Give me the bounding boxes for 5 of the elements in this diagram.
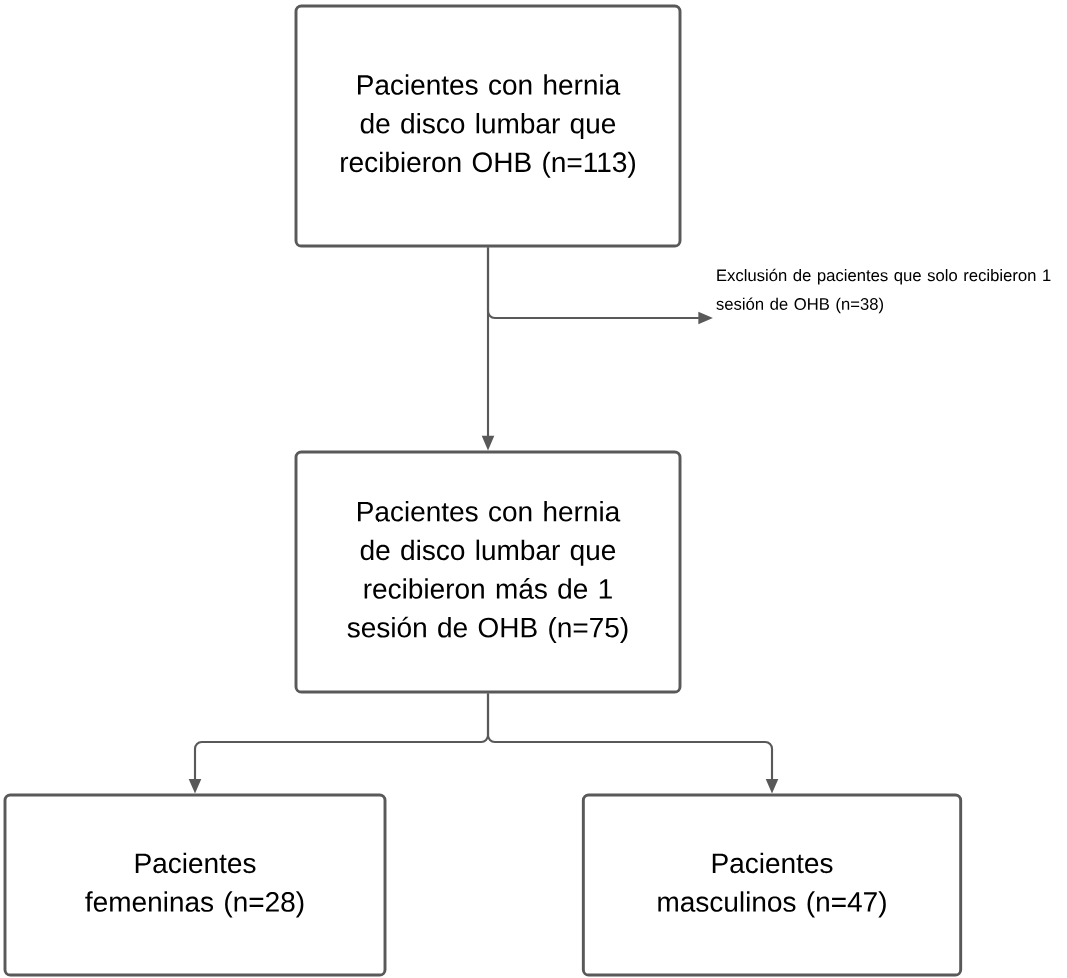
exclusion-note: Exclusión de pacientes que solo recibieron 1 sesión de OHB (n=38)	[716, 268, 1051, 314]
process-box: Pacientes con hernia de disco lumbar que recibieron más de 1 sesión de OHB (n=75)	[294, 450, 682, 694]
process-box: Pacientes femeninas (n=28)	[3, 793, 387, 977]
process-box: Pacientes masculinos (n=47)	[581, 793, 963, 977]
process-box: Pacientes con hernia de disco lumbar que recibieron OHB (n=113)	[294, 4, 682, 248]
